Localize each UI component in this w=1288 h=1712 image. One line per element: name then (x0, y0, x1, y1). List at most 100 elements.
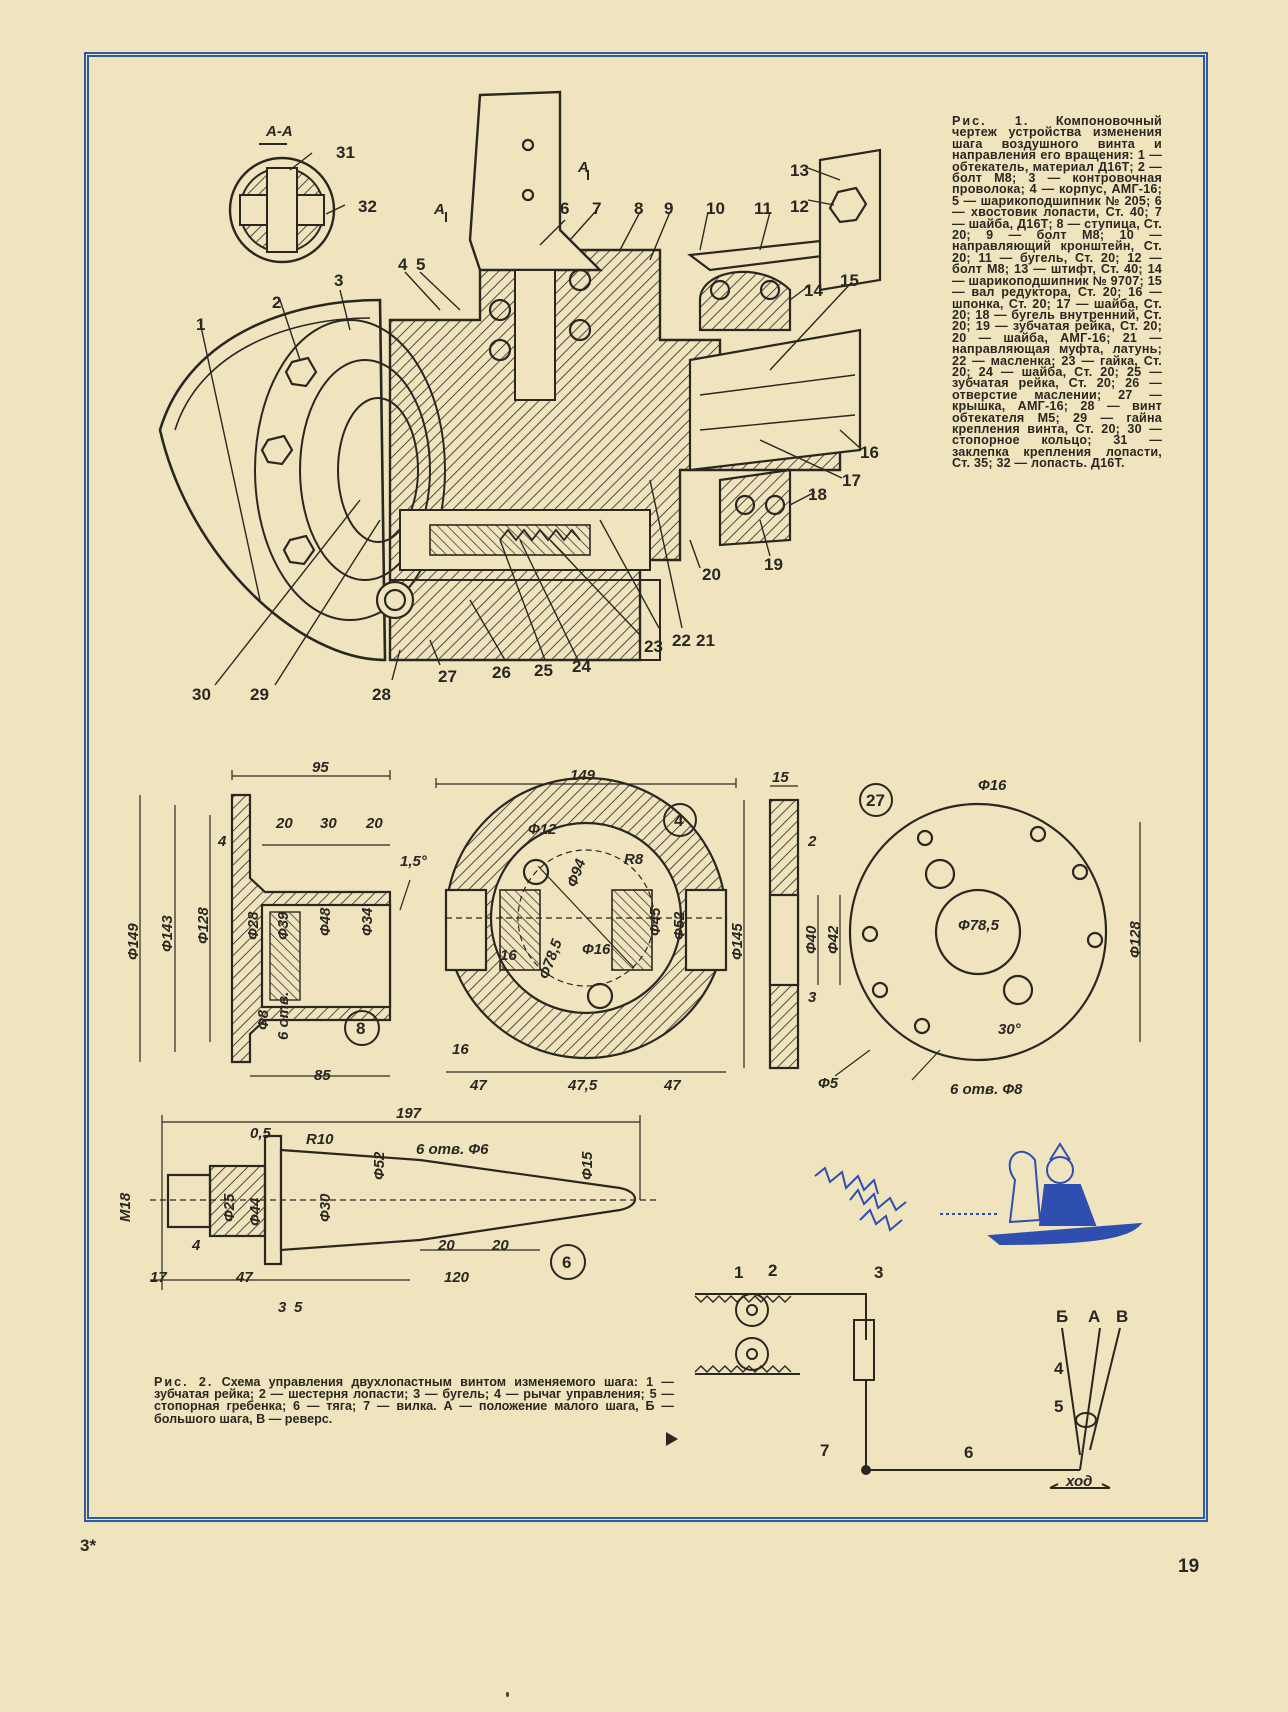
svg-text:16: 16 (452, 1041, 469, 1058)
detail-6-dims: 197 0,5 R10 Ф52 6 отв. Ф6 Ф15 М18 Ф25 Ф4… (117, 1105, 596, 1316)
svg-text:4: 4 (217, 833, 227, 850)
svg-text:7: 7 (820, 1441, 829, 1460)
part-1: 1 (196, 315, 205, 334)
svg-text:Ф34: Ф34 (359, 907, 376, 936)
detail-6-drawing (150, 1115, 660, 1290)
figure2-caption-lead: Рис. 2. (154, 1375, 214, 1389)
svg-text:149: 149 (570, 767, 596, 784)
svg-text:20: 20 (491, 1237, 509, 1254)
detail-4-drawing (435, 776, 737, 1073)
svg-text:Ф48: Ф48 (317, 907, 334, 936)
svg-text:Ф78,5: Ф78,5 (958, 917, 1000, 934)
svg-text:Ф44: Ф44 (247, 1197, 264, 1226)
svg-text:5: 5 (294, 1299, 303, 1316)
svg-text:20: 20 (275, 815, 293, 832)
svg-text:6 отв.: 6 отв. (275, 992, 292, 1040)
svg-text:16: 16 (500, 947, 517, 964)
badge-4: 4 (674, 811, 684, 830)
svg-text:1,5°: 1,5° (400, 853, 428, 870)
svg-text:Ф16: Ф16 (582, 941, 611, 958)
svg-text:Ф5: Ф5 (818, 1075, 839, 1092)
svg-text:Ф28: Ф28 (245, 911, 262, 940)
part-23: 23 (644, 637, 663, 656)
part-5: 5 (416, 255, 425, 274)
svg-text:М18: М18 (117, 1192, 134, 1222)
continue-arrow-icon (666, 1432, 678, 1446)
figure1-caption-body: Компоновочный чертеж устройства изменени… (952, 114, 1162, 471)
svg-text:R8: R8 (624, 851, 644, 868)
svg-text:3: 3 (278, 1299, 287, 1316)
svg-text:2: 2 (768, 1261, 777, 1280)
figure2-schematic (694, 1293, 1121, 1489)
part-28: 28 (372, 685, 391, 704)
svg-text:Ф128: Ф128 (1127, 921, 1144, 958)
badge-6: 6 (562, 1253, 571, 1272)
svg-text:Ф145: Ф145 (729, 923, 746, 960)
svg-text:85: 85 (314, 1067, 331, 1084)
figure1-caption: Рис. 1. Компоновочный чертеж устройства … (952, 114, 1162, 471)
part-30: 30 (192, 685, 211, 704)
figure2-labels: 1 2 3 4 5 6 7 Б А В ход (734, 1261, 1128, 1490)
svg-text:0,5: 0,5 (250, 1125, 272, 1142)
svg-text:Ф15: Ф15 (579, 1151, 596, 1180)
svg-text:Б: Б (1056, 1307, 1068, 1326)
part-7: 7 (592, 199, 601, 218)
svg-text:2: 2 (807, 833, 817, 850)
svg-text:Ф12: Ф12 (528, 821, 557, 838)
part-31: 31 (336, 143, 355, 162)
part-14: 14 (804, 281, 823, 300)
cartoon-illustration (814, 1142, 1143, 1246)
part-32: 32 (358, 197, 377, 216)
svg-text:3: 3 (874, 1263, 883, 1282)
part-27: 27 (438, 667, 457, 686)
svg-text:4: 4 (191, 1237, 201, 1254)
svg-text:Ф52: Ф52 (371, 1151, 388, 1180)
svg-text:20: 20 (365, 815, 383, 832)
part-4: 4 (398, 255, 408, 274)
svg-text:Ф143: Ф143 (159, 915, 176, 952)
svg-text:Ф128: Ф128 (195, 907, 212, 944)
detail-27-dims: 15 Ф16 2 Ф145 Ф40 Ф42 Ф78,5 3 Ф128 30° Ф… (729, 769, 1144, 1098)
svg-text:В: В (1116, 1307, 1128, 1326)
svg-text:Ф42: Ф42 (825, 925, 842, 954)
svg-text:5: 5 (1054, 1397, 1063, 1416)
svg-text:Ф52: Ф52 (671, 911, 688, 940)
part-16: 16 (860, 443, 879, 462)
part-21: 21 (696, 631, 715, 650)
detail-8-drawing (139, 770, 411, 1077)
svg-text:6 отв. Ф8: 6 отв. Ф8 (950, 1081, 1023, 1098)
svg-text:Ф149: Ф149 (125, 923, 142, 960)
svg-text:30°: 30° (998, 1021, 1022, 1038)
part-11: 11 (754, 199, 772, 218)
badge-8: 8 (356, 1019, 365, 1038)
svg-text:Ф30: Ф30 (317, 1193, 334, 1222)
svg-text:47: 47 (469, 1077, 487, 1094)
figure1-assembly (158, 90, 882, 686)
figure1-labels: А-А А А 31 32 1 2 3 4 5 6 7 8 9 10 11 12… (192, 123, 879, 704)
part-19: 19 (764, 555, 783, 574)
ink-dot (506, 1692, 509, 1697)
svg-text:А: А (1088, 1307, 1100, 1326)
figure2-caption: Рис. 2. Схема управления двухлопастным в… (154, 1376, 674, 1425)
svg-text:Ф45: Ф45 (647, 907, 664, 936)
svg-text:47: 47 (235, 1269, 253, 1286)
svg-text:20: 20 (437, 1237, 455, 1254)
svg-text:Ф16: Ф16 (978, 777, 1007, 794)
part-6: 6 (560, 199, 569, 218)
svg-text:120: 120 (444, 1269, 470, 1286)
part-10: 10 (706, 199, 725, 218)
part-9: 9 (664, 199, 673, 218)
part-17: 17 (842, 471, 861, 490)
svg-text:95: 95 (312, 759, 329, 776)
svg-text:Ф39: Ф39 (275, 911, 292, 940)
detail-27-drawing (743, 783, 1141, 1081)
svg-text:Ф25: Ф25 (221, 1193, 238, 1222)
part-20: 20 (702, 565, 721, 584)
svg-text:47: 47 (663, 1077, 681, 1094)
part-8: 8 (634, 199, 643, 218)
part-18: 18 (808, 485, 827, 504)
part-26: 26 (492, 663, 511, 682)
svg-text:4: 4 (1054, 1359, 1064, 1378)
svg-text:ход: ход (1065, 1473, 1092, 1490)
